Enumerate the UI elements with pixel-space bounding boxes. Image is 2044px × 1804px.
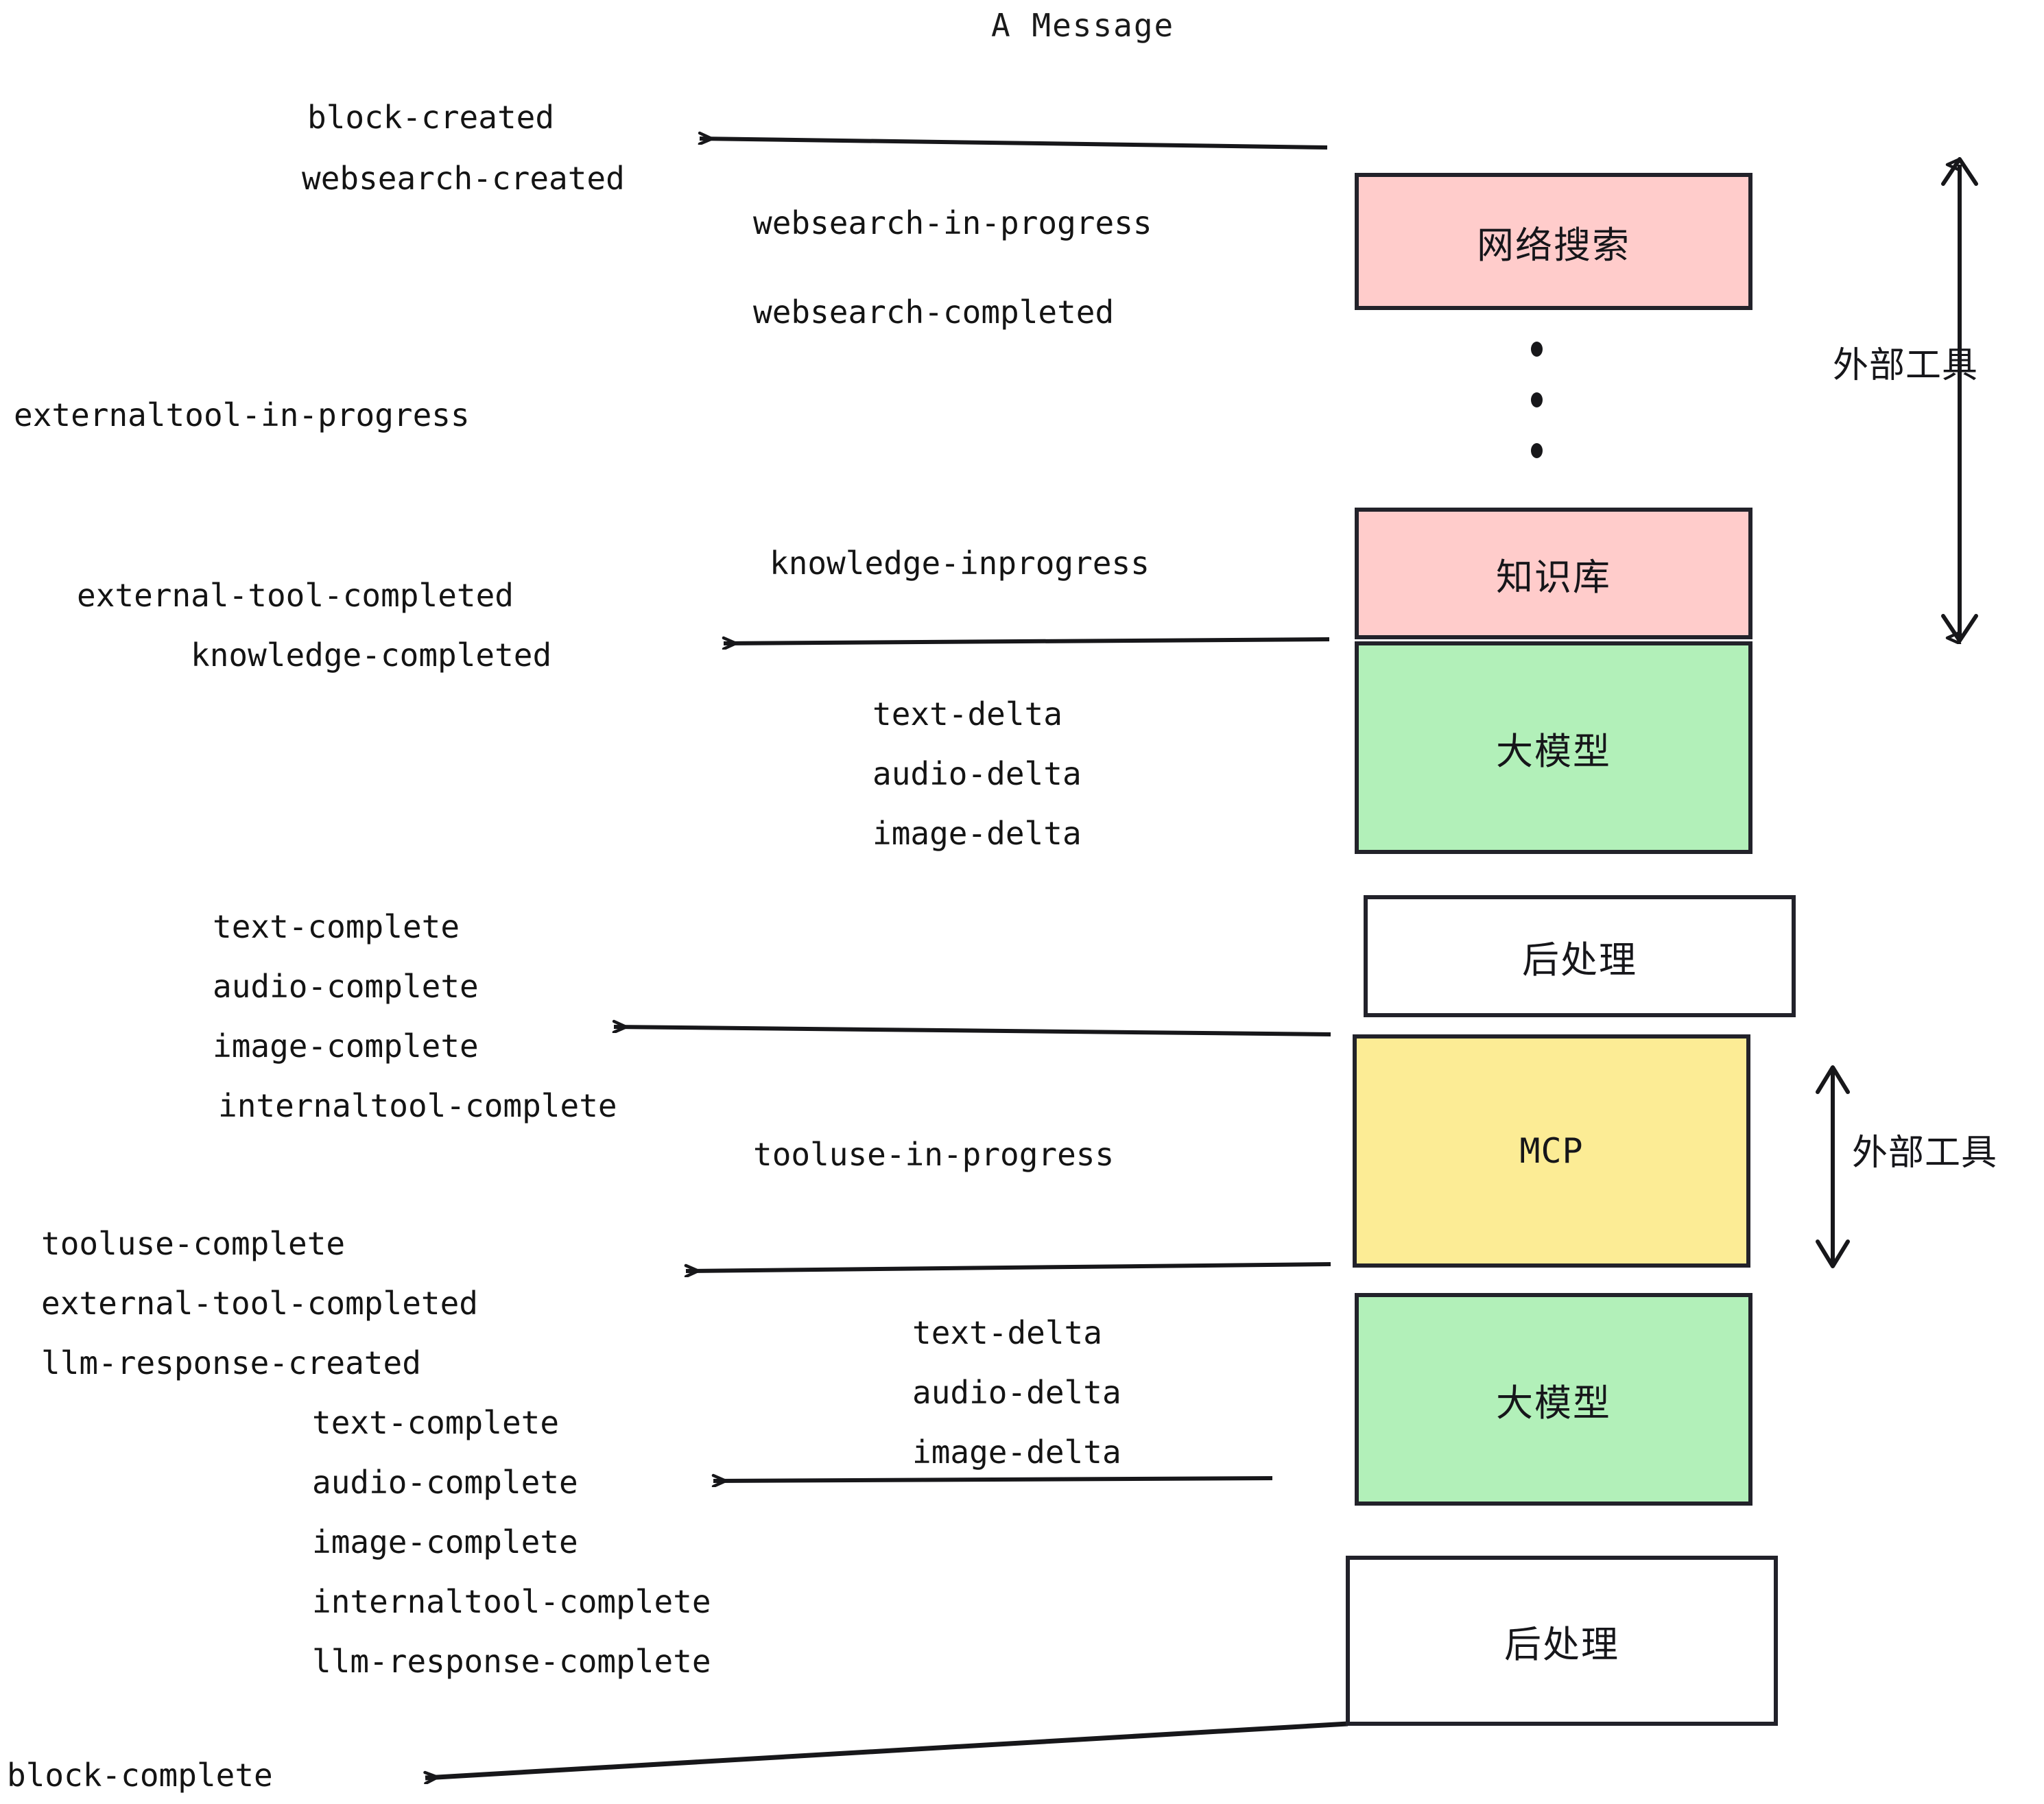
event-block-complete: block-complete <box>7 1757 273 1794</box>
external-tool-arrowhead-down-upper <box>1941 614 1978 643</box>
web-search-box[interactable]: 网络搜索 <box>1355 173 1752 310</box>
event-text-delta-upper: text-delta <box>872 696 1062 733</box>
event-audio-delta-upper: audio-delta <box>872 755 1082 792</box>
mcp-box[interactable]: MCP <box>1353 1034 1750 1268</box>
llm-box-lower-label: 大模型 <box>1496 1381 1611 1425</box>
event-audio-complete-lower: audio-complete <box>312 1464 578 1501</box>
event-llm-response-created: llm-response-created <box>41 1344 421 1381</box>
post-process-box-upper-label: 后处理 <box>1522 938 1637 982</box>
external-tool-arrowhead-up-upper <box>1941 157 1978 186</box>
event-image-delta-lower: image-delta <box>912 1434 1121 1471</box>
knowledge-base-box-label: 知识库 <box>1496 555 1611 599</box>
event-block-created: block-created <box>307 99 555 136</box>
event-image-delta-upper: image-delta <box>872 815 1082 852</box>
event-externaltool-in-progress: externaltool-in-progress <box>14 396 470 434</box>
event-audio-delta-lower: audio-delta <box>912 1374 1121 1411</box>
vertical-ellipsis <box>1530 342 1543 458</box>
arrow-websearch-created <box>700 139 1328 150</box>
post-process-box-lower-label: 后处理 <box>1504 1622 1619 1666</box>
arrow-audio-complete <box>713 1478 1273 1481</box>
event-image-complete-lower: image-complete <box>312 1523 578 1560</box>
post-process-box-upper[interactable]: 后处理 <box>1364 895 1796 1017</box>
ellipsis-dot <box>1530 443 1543 458</box>
event-websearch-in-progress: websearch-in-progress <box>753 204 1152 241</box>
external-tool-annotation-upper: 外部工具 <box>1833 345 1979 386</box>
external-tool-arrowhead-down-lower <box>1816 1239 1850 1268</box>
event-tooluse-complete: tooluse-complete <box>41 1225 346 1262</box>
event-llm-response-complete: llm-response-complete <box>312 1643 711 1680</box>
ellipsis-dot <box>1530 392 1543 407</box>
event-external-tool-completed-upper: external-tool-completed <box>77 577 514 614</box>
page-title: A Message <box>991 7 1175 44</box>
post-process-box-lower[interactable]: 后处理 <box>1346 1556 1778 1726</box>
event-text-delta-lower: text-delta <box>912 1314 1102 1351</box>
ellipsis-dot <box>1530 342 1543 357</box>
external-tool-arrowhead-up-lower <box>1816 1065 1850 1094</box>
event-text-complete-upper: text-complete <box>213 908 460 945</box>
llm-box-upper-label: 大模型 <box>1496 729 1611 773</box>
llm-box-lower[interactable]: 大模型 <box>1355 1293 1752 1506</box>
event-external-tool-completed-lower: external-tool-completed <box>41 1285 478 1322</box>
event-knowledge-inprogress: knowledge-inprogress <box>770 545 1150 582</box>
event-audio-complete-upper: audio-complete <box>213 968 479 1005</box>
event-websearch-created: websearch-created <box>302 160 625 197</box>
event-image-complete-upper: image-complete <box>213 1028 479 1065</box>
knowledge-base-box[interactable]: 知识库 <box>1355 508 1752 639</box>
event-internaltool-complete-upper: internaltool-complete <box>218 1087 617 1124</box>
event-internaltool-complete-lower: internaltool-complete <box>312 1583 711 1620</box>
event-text-complete-lower: text-complete <box>312 1404 560 1441</box>
arrow-tooluse-complete <box>686 1262 1331 1271</box>
arrow-image-complete <box>614 1027 1331 1036</box>
llm-box-upper[interactable]: 大模型 <box>1355 641 1752 854</box>
event-knowledge-completed: knowledge-completed <box>191 637 552 674</box>
mcp-box-label: MCP <box>1519 1131 1584 1171</box>
arrow-block-complete <box>425 1721 1348 1778</box>
external-tool-annotation-lower: 外部工具 <box>1852 1132 1998 1174</box>
web-search-box-label: 网络搜索 <box>1477 223 1630 267</box>
event-websearch-completed: websearch-completed <box>753 294 1115 331</box>
event-tooluse-in-progress: tooluse-in-progress <box>753 1136 1115 1173</box>
arrow-knowledge-completed <box>724 639 1330 643</box>
